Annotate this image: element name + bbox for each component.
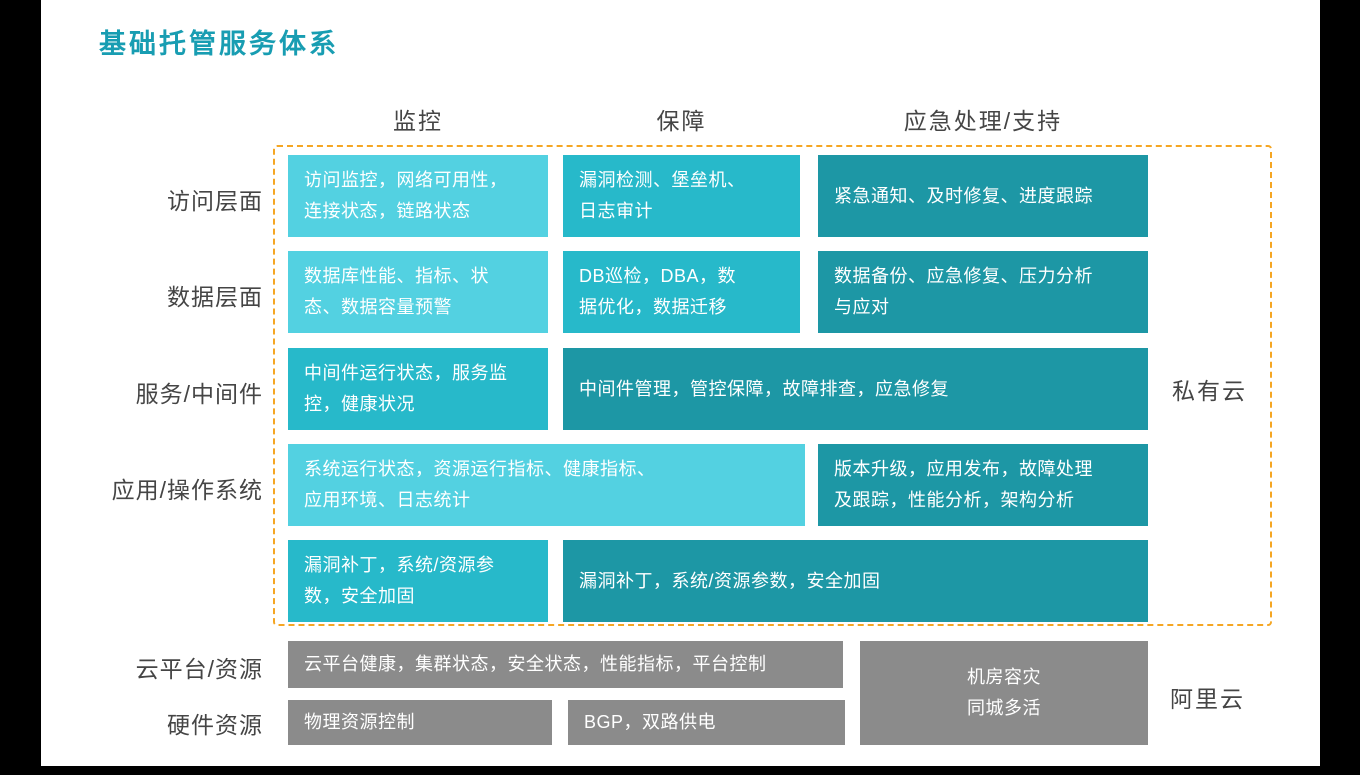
cell-cloud-platform-health: 云平台健康，集群状态，安全状态，性能指标，平台控制 (288, 641, 843, 688)
private-cloud-label: 私有云 (1172, 378, 1247, 404)
row-label-access-layer: 访问层面 (167, 188, 263, 214)
cell-app-emergency: 版本升级，应用发布，故障处理 及跟踪，性能分析，架构分析 (818, 444, 1148, 526)
cell-data-assurance: DB巡检，DBA，数 据优化，数据迁移 (563, 251, 800, 333)
cell-middleware-assurance-emergency: 中间件管理，管控保障，故障排查，应急修复 (563, 348, 1148, 430)
cell-access-assurance: 漏洞检测、堡垒机、 日志审计 (563, 155, 800, 237)
cell-physical-resource-control: 物理资源控制 (288, 700, 552, 745)
page-title: 基础托管服务体系 (99, 29, 339, 59)
column-header-emergency-support: 应急处理/支持 (903, 108, 1063, 134)
cell-patch-monitoring: 漏洞补丁，系统/资源参 数，安全加固 (288, 540, 548, 622)
cell-access-emergency: 紧急通知、及时修复、进度跟踪 (818, 155, 1148, 237)
private-cloud-region-border (273, 145, 1272, 626)
row-label-app-os: 应用/操作系统 (111, 477, 263, 503)
cell-patch-assurance-emergency: 漏洞补丁，系统/资源参数，安全加固 (563, 540, 1148, 622)
alibaba-cloud-label: 阿里云 (1170, 686, 1245, 712)
cell-data-emergency: 数据备份、应急修复、压力分析 与应对 (818, 251, 1148, 333)
cell-middleware-monitoring: 中间件运行状态，服务监 控，健康状况 (288, 348, 548, 430)
cell-app-monitoring-assurance: 系统运行状态，资源运行指标、健康指标、 应用环境、日志统计 (288, 444, 805, 526)
row-label-cloud-platform-resource: 云平台/资源 (135, 656, 263, 682)
slide-canvas: 基础托管服务体系 监控 保障 应急处理/支持 访问层面 数据层面 服务/中间件 … (41, 0, 1320, 766)
row-label-data-layer: 数据层面 (167, 284, 263, 310)
cell-data-monitoring: 数据库性能、指标、状 态、数据容量预警 (288, 251, 548, 333)
cell-bgp-dual-power: BGP，双路供电 (568, 700, 845, 745)
cell-datacenter-disaster-recovery: 机房容灾 同城多活 (860, 641, 1148, 745)
column-header-monitoring: 监控 (393, 108, 443, 134)
cell-access-monitoring: 访问监控，网络可用性， 连接状态，链路状态 (288, 155, 548, 237)
row-label-hardware-resource: 硬件资源 (167, 712, 263, 738)
row-label-service-middleware: 服务/中间件 (135, 381, 263, 407)
column-header-assurance: 保障 (656, 108, 707, 134)
